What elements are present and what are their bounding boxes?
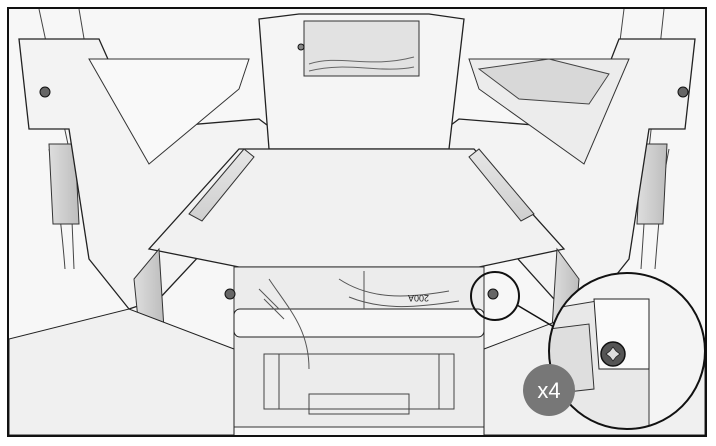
callout-leader-line (516, 304, 555, 328)
right-cargo-bumps (477, 58, 610, 105)
screw-icon (39, 43, 689, 300)
engine-wiring (258, 271, 460, 370)
part-label-200a: 200A (408, 293, 429, 303)
left-fender-opening (88, 58, 250, 165)
left-strut (48, 143, 80, 225)
zoom-detail (548, 272, 705, 430)
illustration-frame: 200A (7, 7, 707, 437)
upper-wiring (308, 56, 415, 72)
lower-frame (263, 353, 455, 415)
front-crossbar (233, 308, 485, 338)
left-bumper (9, 308, 235, 435)
engine-bay (233, 266, 485, 428)
right-panel-edge (468, 148, 535, 222)
quantity-badge (523, 364, 575, 416)
vehicle-front-illustration: 200A (9, 9, 705, 435)
torx-screw-icon (600, 341, 626, 367)
upper-compartment (303, 20, 420, 77)
quantity-label: x4 (537, 378, 560, 403)
left-panel-edge (188, 148, 255, 222)
callout-target-circle (470, 271, 520, 321)
